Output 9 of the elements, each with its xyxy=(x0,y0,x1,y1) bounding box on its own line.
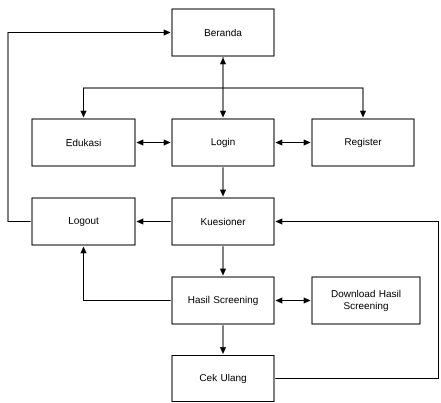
process-box: Edukasi xyxy=(32,118,136,166)
process-box: Login xyxy=(172,118,274,166)
process-box: Kuesioner xyxy=(172,198,274,246)
process-box: Cek Ulang xyxy=(172,354,274,402)
process-box: Logout xyxy=(32,198,136,246)
process-box: Beranda xyxy=(172,8,274,56)
process-box: Register xyxy=(312,118,414,166)
process-box: Download Hasil Screening xyxy=(312,276,420,324)
process-box: Hasil Screening xyxy=(172,276,274,324)
